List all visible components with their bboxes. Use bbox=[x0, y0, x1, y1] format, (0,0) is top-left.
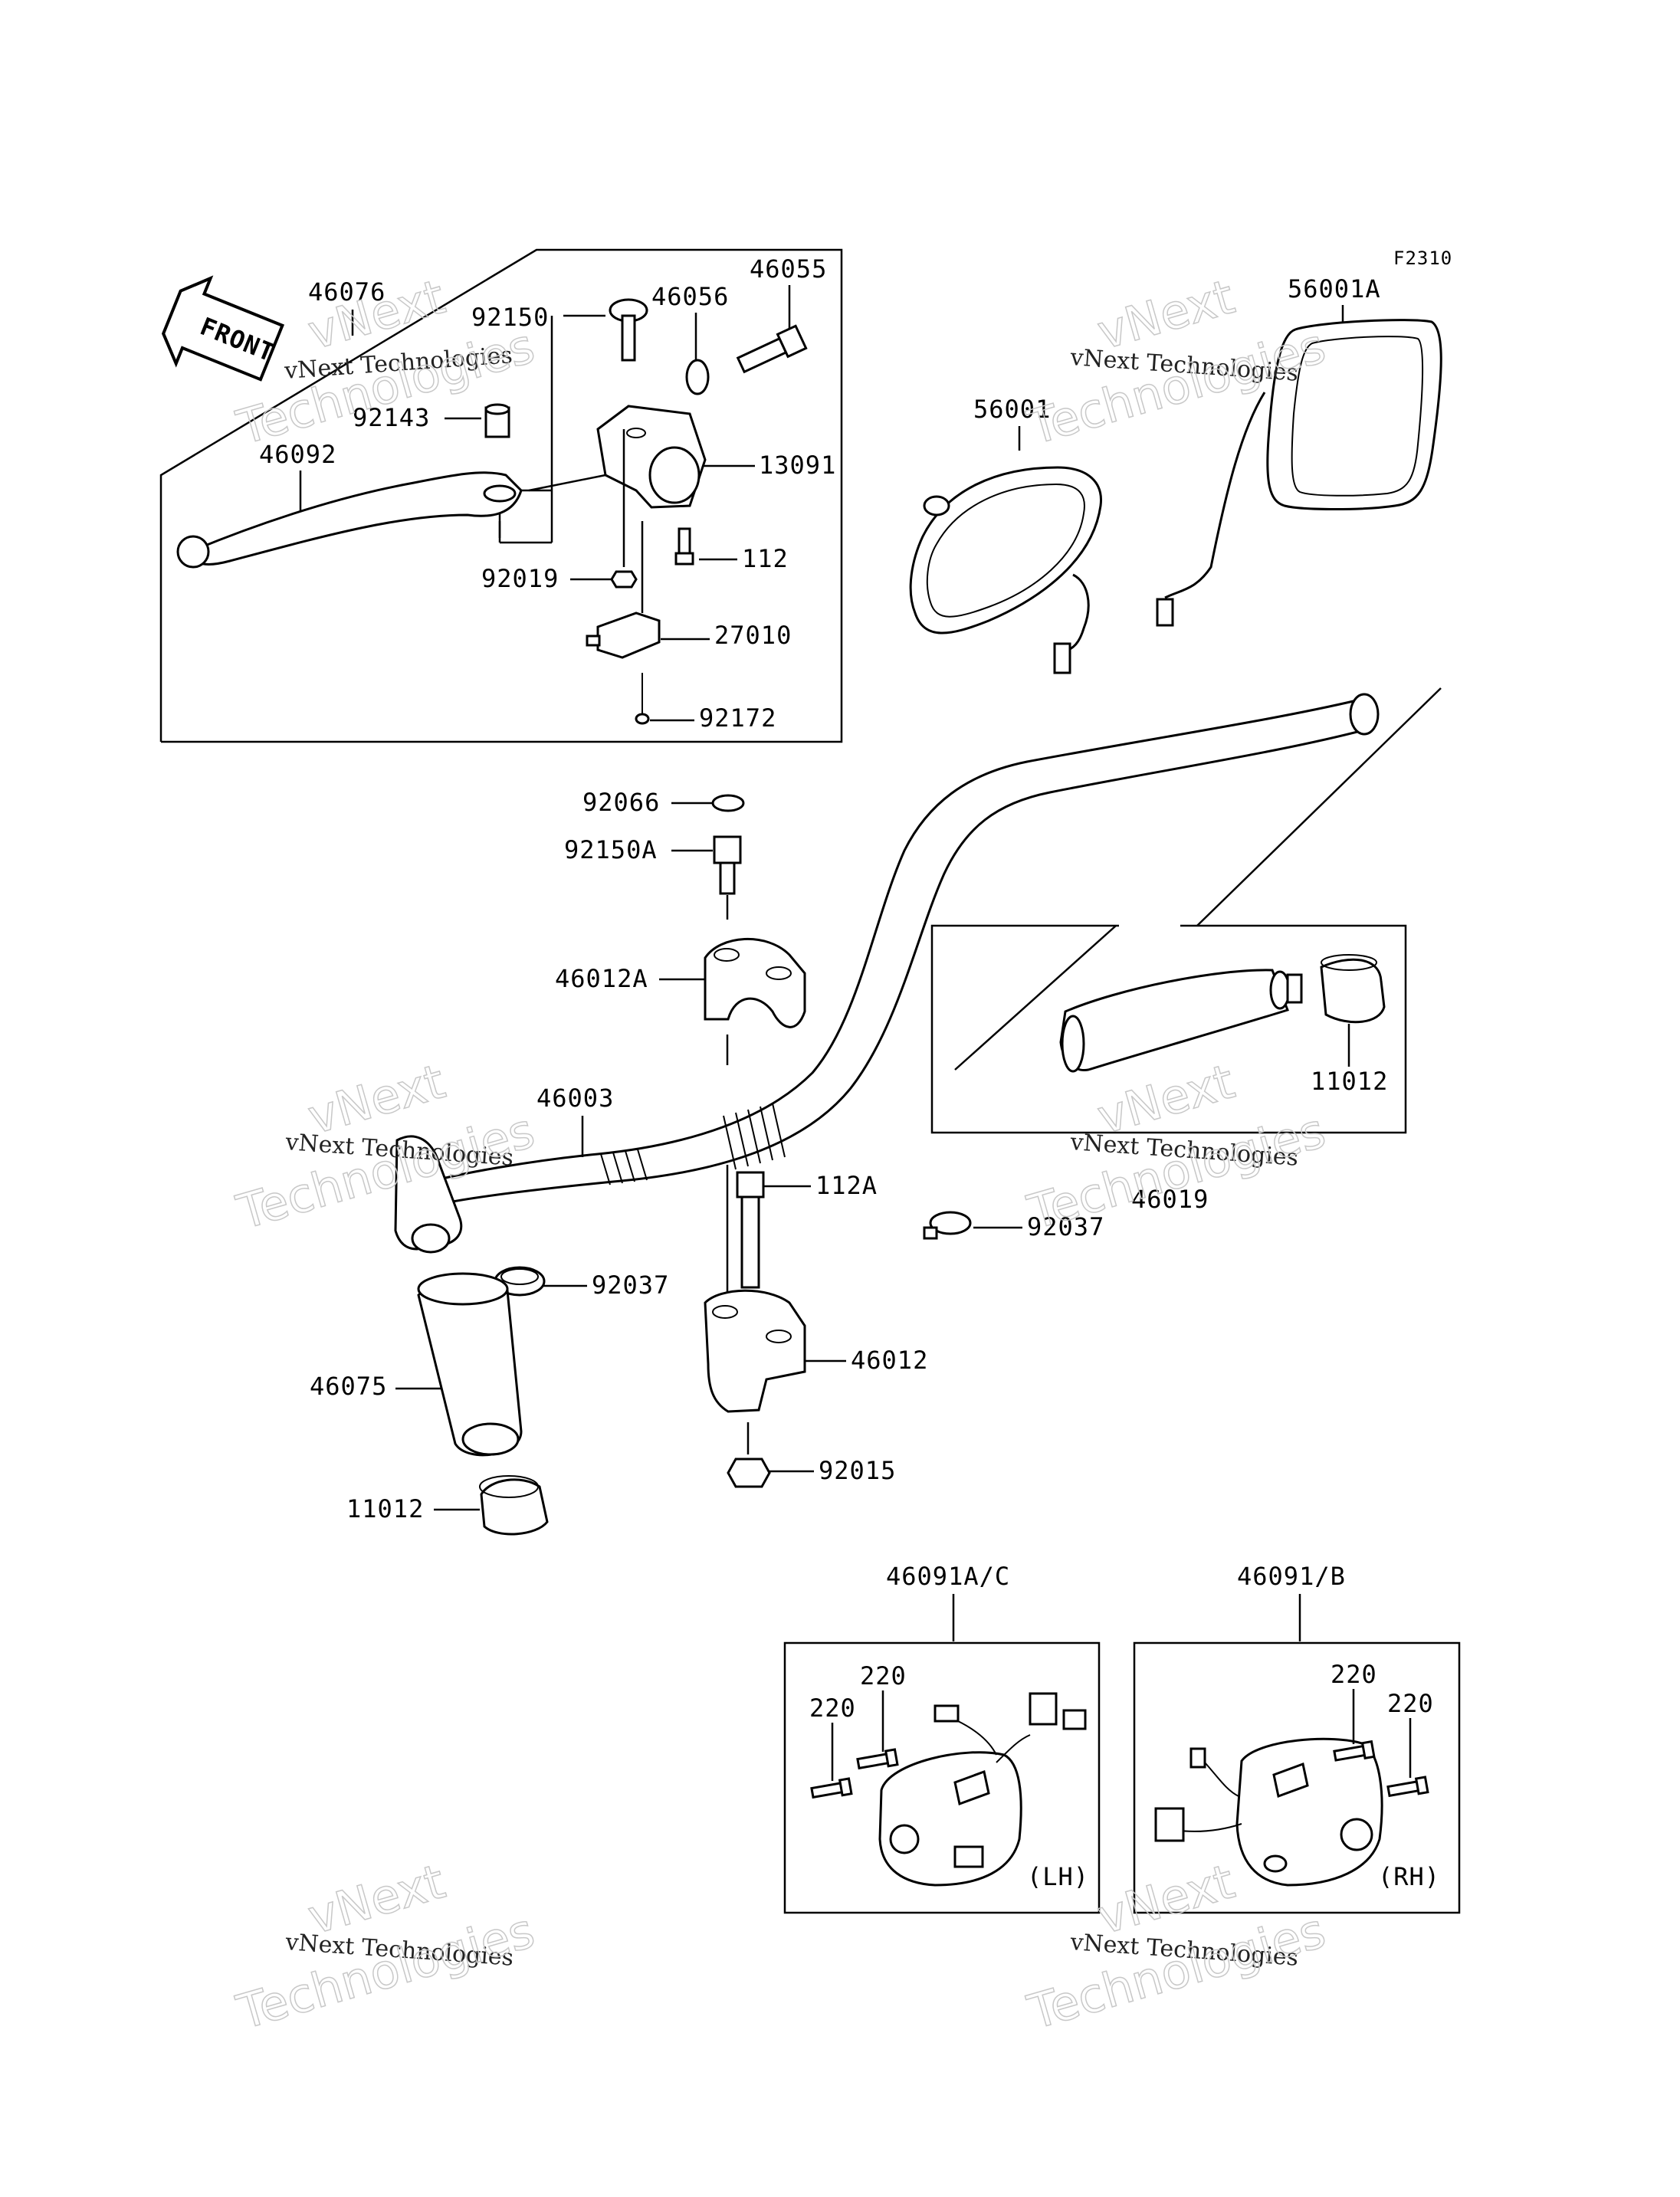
label-46092: 46092 bbox=[259, 440, 336, 469]
label-92143: 92143 bbox=[353, 403, 430, 432]
label-46012: 46012 bbox=[851, 1346, 928, 1375]
screw-220-d-icon bbox=[1386, 1776, 1429, 1798]
lever-holder-13091-icon bbox=[596, 405, 707, 509]
bar-end-11012-left-icon bbox=[479, 1475, 549, 1536]
right-switch-box bbox=[1133, 1641, 1461, 1914]
lever-assembly-box bbox=[159, 248, 843, 743]
screw-220-b-icon bbox=[810, 1777, 853, 1799]
label-92066: 92066 bbox=[582, 788, 660, 817]
label-46055: 46055 bbox=[750, 254, 827, 284]
label-220-b: 220 bbox=[809, 1694, 856, 1723]
screw-46055-icon bbox=[736, 324, 808, 374]
label-220-d: 220 bbox=[1387, 1689, 1434, 1718]
nut-46056-icon bbox=[685, 359, 710, 395]
throttle-grip-46019-icon bbox=[1059, 969, 1303, 1073]
watermark-5: vNext vNext Technologies Technologies bbox=[230, 1853, 540, 2041]
label-46075: 46075 bbox=[310, 1372, 387, 1401]
label-46003: 46003 bbox=[536, 1084, 614, 1113]
mirror-56001-icon bbox=[909, 466, 1102, 674]
figure-code: F2310 bbox=[1393, 248, 1452, 269]
lower-holder-46012-icon bbox=[704, 1289, 806, 1413]
label-46091AC: 46091A/C bbox=[886, 1562, 1010, 1591]
label-46012A: 46012A bbox=[555, 964, 648, 993]
label-46076: 46076 bbox=[308, 277, 386, 307]
clamp-92037-right-icon bbox=[923, 1211, 972, 1240]
mirror-56001A-icon bbox=[1156, 319, 1442, 627]
label-46056: 46056 bbox=[651, 282, 729, 311]
nut-92015-icon bbox=[727, 1458, 771, 1488]
label-220-c: 220 bbox=[1331, 1660, 1377, 1689]
cap-92066-icon bbox=[711, 794, 745, 812]
screw-92172-icon bbox=[635, 673, 650, 725]
side-label-left: (LH) bbox=[1027, 1862, 1089, 1891]
bolt-112A-icon bbox=[736, 1171, 765, 1289]
label-92150A: 92150A bbox=[564, 835, 658, 864]
side-label-right: (RH) bbox=[1378, 1862, 1440, 1891]
screw-112-icon bbox=[674, 527, 694, 566]
label-11012-left: 11012 bbox=[346, 1494, 424, 1523]
label-92037-right: 92037 bbox=[1027, 1212, 1104, 1241]
label-92015: 92015 bbox=[819, 1456, 896, 1485]
label-112: 112 bbox=[742, 544, 789, 573]
label-56001A: 56001A bbox=[1288, 274, 1381, 303]
label-56001: 56001 bbox=[973, 395, 1051, 424]
label-46091B: 46091/B bbox=[1237, 1562, 1346, 1591]
bar-end-11012-right-icon bbox=[1320, 954, 1386, 1024]
label-112A: 112A bbox=[815, 1171, 878, 1200]
right-switch-housing-icon bbox=[1154, 1737, 1383, 1887]
watermark-3: vNext vNext Technologies Technologies bbox=[230, 1053, 540, 1241]
bolt-92150A-icon bbox=[713, 835, 742, 895]
left-switch-housing-icon bbox=[878, 1692, 1087, 1887]
clutch-lever-46092-icon bbox=[176, 471, 523, 569]
screw-220-a-icon bbox=[856, 1748, 899, 1770]
clutch-switch-27010-icon bbox=[586, 612, 661, 659]
label-27010: 27010 bbox=[714, 621, 792, 650]
grip-46075-icon bbox=[417, 1272, 523, 1457]
label-92037-left: 92037 bbox=[592, 1271, 669, 1300]
label-92019: 92019 bbox=[481, 564, 559, 593]
upper-holder-46012A-icon bbox=[704, 938, 806, 1028]
handlebar-46003-icon bbox=[394, 693, 1380, 1254]
label-13091: 13091 bbox=[759, 451, 836, 480]
label-220-a: 220 bbox=[860, 1661, 907, 1690]
label-11012-right: 11012 bbox=[1311, 1067, 1388, 1096]
label-92150: 92150 bbox=[471, 303, 549, 332]
label-92172: 92172 bbox=[699, 703, 776, 733]
left-switch-box bbox=[783, 1641, 1101, 1914]
label-46019: 46019 bbox=[1131, 1185, 1209, 1214]
nut-92019-icon bbox=[610, 570, 638, 589]
right-grip-box bbox=[930, 924, 1407, 1134]
bushing-92143-icon bbox=[484, 403, 510, 438]
front-arrow-icon: FRONT bbox=[161, 275, 285, 382]
bolt-92150-icon bbox=[609, 298, 648, 362]
screw-220-c-icon bbox=[1333, 1740, 1376, 1762]
